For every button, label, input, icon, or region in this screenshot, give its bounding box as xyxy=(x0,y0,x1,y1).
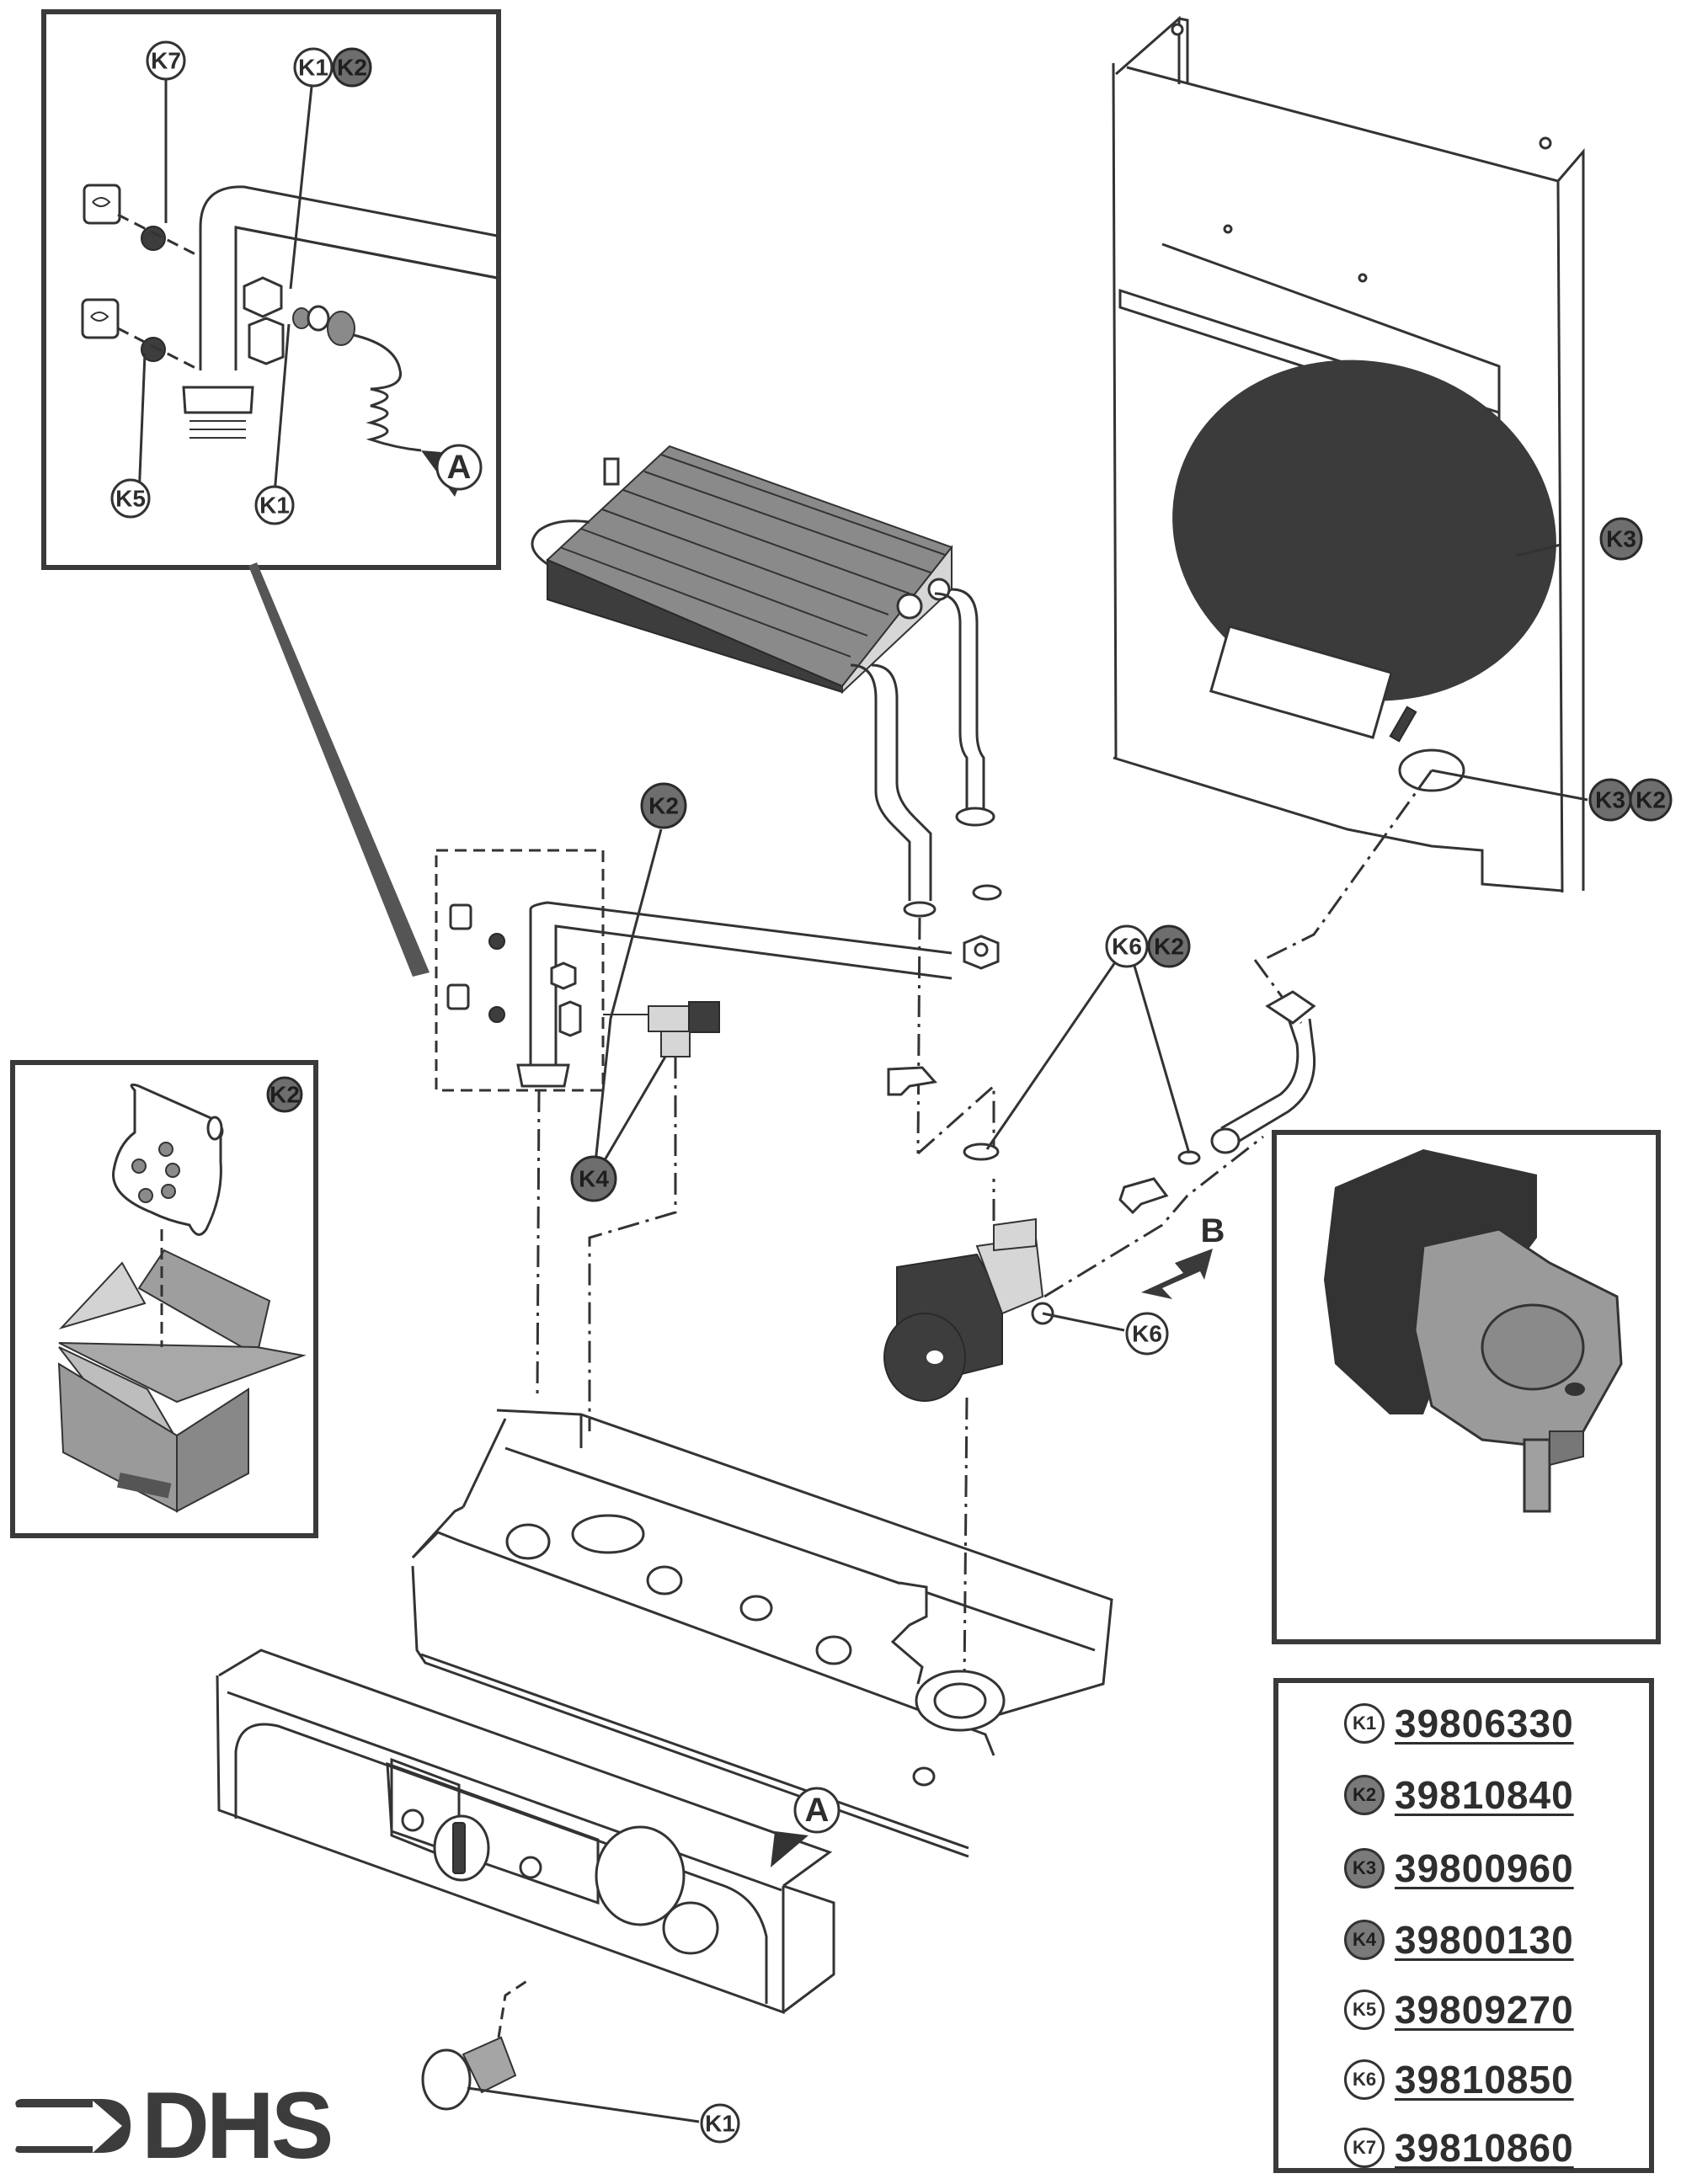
legend-row: K1 39806330 xyxy=(1278,1698,1649,1749)
callout-k2-label: K2 xyxy=(1636,787,1666,813)
callout-k1-label: K1 xyxy=(705,2111,735,2137)
part-number[interactable]: 39810860 xyxy=(1395,2126,1574,2170)
callout-k2[interactable]: K2 xyxy=(266,1076,303,1113)
callout-k1[interactable]: K1 xyxy=(254,485,295,525)
callout-k2[interactable]: K2 xyxy=(1629,778,1673,822)
callout-k1-label: K1 xyxy=(298,55,328,81)
callout-leaders xyxy=(137,77,1588,2123)
legend-row: K5 39809270 xyxy=(1278,1984,1649,2035)
callout-k2-label: K2 xyxy=(337,55,367,81)
callout-a-label: A xyxy=(447,449,472,486)
callout-k6-label: K6 xyxy=(1132,1321,1162,1347)
callout-k2[interactable]: K2 xyxy=(640,782,687,829)
legend-badge-k1: K1 xyxy=(1344,1703,1385,1744)
callout-k5[interactable]: K5 xyxy=(110,478,151,519)
main-pipe-assembly xyxy=(435,849,1000,1431)
pump-assembly xyxy=(883,990,1316,1685)
callout-a[interactable]: A xyxy=(793,1787,840,1834)
callout-k2[interactable]: K2 xyxy=(1147,924,1191,968)
part-number[interactable]: 39810850 xyxy=(1395,2058,1574,2101)
legend-row: K2 39810840 xyxy=(1278,1770,1649,1820)
callout-k3-label: K3 xyxy=(1595,787,1625,813)
callout-k3-label: K3 xyxy=(1606,526,1636,552)
callout-k3[interactable]: K3 xyxy=(1588,778,1632,822)
callout-b[interactable]: B xyxy=(1201,1212,1225,1249)
part-number-legend: K1 39806330 K2 39810840 K3 39800960 K4 3… xyxy=(1273,1678,1654,2173)
detail-inset-fittings xyxy=(41,9,501,570)
part-number[interactable]: 39806330 xyxy=(1395,1702,1574,1745)
part-number[interactable]: 39810840 xyxy=(1395,1773,1574,1817)
clip-icon xyxy=(81,298,120,339)
detail-inset-pump xyxy=(1272,1130,1661,1644)
callout-k6[interactable]: K6 xyxy=(1105,924,1149,968)
callout-k5-label: K5 xyxy=(115,486,146,512)
callout-k2-label: K2 xyxy=(1154,934,1184,960)
callout-k6[interactable]: K6 xyxy=(1125,1312,1169,1356)
callout-k4[interactable]: K4 xyxy=(570,1155,617,1202)
clip-icon xyxy=(446,983,470,1010)
legend-badge-k2: K2 xyxy=(1344,1775,1385,1815)
arrow-logo-icon xyxy=(15,2099,131,2153)
clip-icon xyxy=(83,184,121,225)
legend-badge-k4: K4 xyxy=(1344,1920,1385,1960)
inset-pointer xyxy=(248,562,430,977)
callout-k2-label: K2 xyxy=(269,1082,300,1108)
control-panel xyxy=(216,1649,835,2111)
legend-row: K6 39810850 xyxy=(1278,2054,1649,2105)
legend-row: K4 39800130 xyxy=(1278,1915,1649,1965)
callout-k2-label: K2 xyxy=(648,793,679,819)
base-tray xyxy=(411,1409,1113,1858)
part-number[interactable]: 39800960 xyxy=(1395,1846,1574,1890)
insulation-panel xyxy=(1172,360,1556,701)
detail-inset-seal-kit xyxy=(10,1060,318,1538)
heat-exchanger xyxy=(531,445,1002,918)
legend-badge-k7: K7 xyxy=(1344,2128,1385,2168)
callout-k2[interactable]: K2 xyxy=(332,47,372,88)
legend-row: K7 39810860 xyxy=(1278,2123,1649,2173)
clip-icon xyxy=(449,903,472,930)
callout-k4-label: K4 xyxy=(579,1166,609,1192)
part-number[interactable]: 39800130 xyxy=(1395,1918,1574,1962)
part-number[interactable]: 39809270 xyxy=(1395,1988,1574,2032)
callout-a[interactable]: A xyxy=(435,444,483,491)
legend-row: K3 39800960 xyxy=(1278,1843,1649,1894)
arrow-b-icon xyxy=(1141,1249,1213,1299)
callout-k1[interactable]: K1 xyxy=(700,2103,740,2144)
callout-k1-label: K1 xyxy=(259,493,290,519)
brand-logo: DHS xyxy=(8,2073,371,2178)
back-panel xyxy=(1112,15,1585,1024)
callout-k1[interactable]: K1 xyxy=(293,47,334,88)
callout-k6-label: K6 xyxy=(1112,934,1142,960)
brand-logo-text: DHS xyxy=(141,2073,334,2178)
legend-badge-k3: K3 xyxy=(1344,1848,1385,1888)
callout-k3[interactable]: K3 xyxy=(1599,517,1643,561)
legend-badge-k6: K6 xyxy=(1344,2059,1385,2100)
callout-a-label: A xyxy=(805,1792,830,1829)
callout-k7-label: K7 xyxy=(151,48,181,74)
legend-badge-k5: K5 xyxy=(1344,1990,1385,2030)
callout-k7[interactable]: K7 xyxy=(146,40,186,81)
